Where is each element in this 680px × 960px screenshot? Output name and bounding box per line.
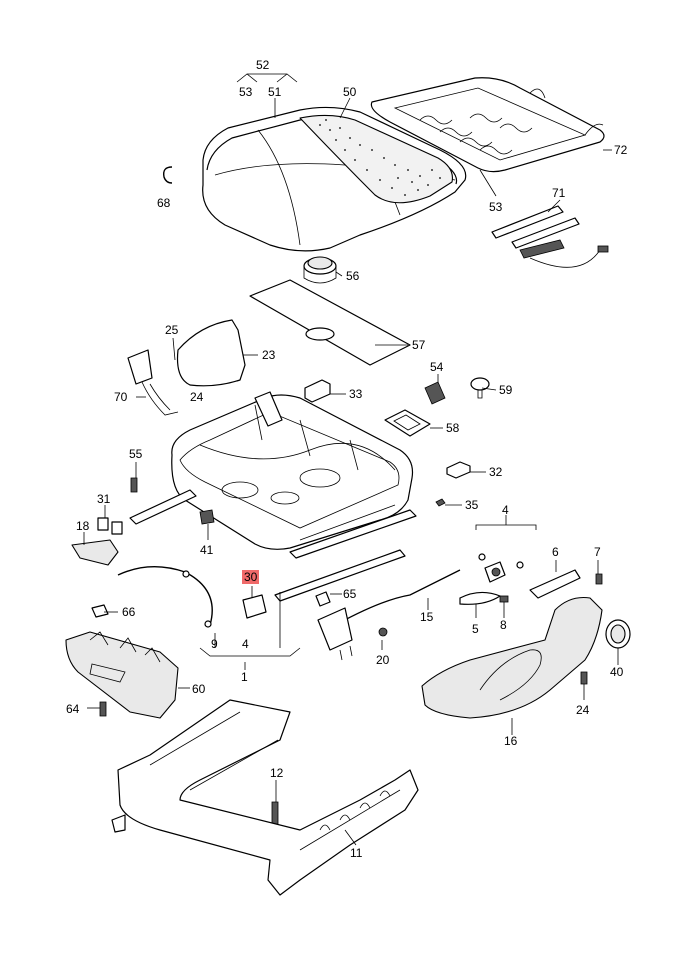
callout-56: 56 bbox=[346, 269, 360, 283]
bolt-35 bbox=[435, 498, 446, 507]
callout-55: 55 bbox=[129, 447, 143, 461]
bolt-55 bbox=[130, 477, 138, 493]
bracket-32 bbox=[446, 461, 471, 479]
callout-50: 50 bbox=[343, 85, 357, 99]
callout-30-highlighted: 30 bbox=[242, 570, 260, 584]
callout-16: 16 bbox=[504, 734, 518, 748]
callout-57: 57 bbox=[412, 338, 426, 352]
screw-64 bbox=[99, 701, 107, 717]
part-30 bbox=[242, 594, 267, 619]
callout-70: 70 bbox=[114, 390, 128, 404]
callout-52: 52 bbox=[256, 58, 270, 72]
side-trim-16 bbox=[421, 596, 603, 719]
callout-64: 64 bbox=[66, 702, 80, 716]
side-cover-23 bbox=[176, 319, 246, 387]
base-frame-11 bbox=[111, 699, 419, 896]
seat-cushion bbox=[202, 106, 467, 252]
callout-18: 18 bbox=[76, 519, 90, 533]
bolt-7 bbox=[595, 573, 603, 585]
heating-mat bbox=[370, 77, 605, 173]
clip-68 bbox=[162, 166, 173, 184]
callout-33: 33 bbox=[349, 387, 363, 401]
seat-frame bbox=[129, 391, 417, 602]
clip-66 bbox=[91, 604, 109, 618]
heating-connector bbox=[491, 205, 609, 268]
connector-8 bbox=[499, 595, 509, 603]
callout-53: 53 bbox=[239, 85, 253, 99]
plug-59 bbox=[470, 377, 490, 399]
mechanism-4 bbox=[478, 553, 524, 583]
callout-66: 66 bbox=[122, 605, 136, 619]
callout-4-lower: 4 bbox=[242, 637, 249, 651]
callout-59: 59 bbox=[499, 383, 513, 397]
callout-7: 7 bbox=[594, 545, 601, 559]
cable-15 bbox=[317, 569, 461, 661]
callout-53-lower: 53 bbox=[489, 200, 503, 214]
switch-54 bbox=[424, 381, 446, 405]
callout-60: 60 bbox=[192, 682, 206, 696]
callout-23: 23 bbox=[262, 348, 276, 362]
callout-54: 54 bbox=[430, 360, 444, 374]
clip-41 bbox=[199, 509, 215, 525]
callout-71: 71 bbox=[552, 186, 566, 200]
callout-68: 68 bbox=[157, 196, 171, 210]
callout-58: 58 bbox=[446, 421, 460, 435]
leader-lines bbox=[83, 73, 619, 846]
callout-32: 32 bbox=[489, 465, 503, 479]
callout-8: 8 bbox=[500, 618, 507, 632]
callout-1: 1 bbox=[241, 670, 248, 684]
callout-24-right: 24 bbox=[576, 703, 590, 717]
callout-24: 24 bbox=[190, 390, 204, 404]
callout-15: 15 bbox=[420, 610, 434, 624]
callout-40: 40 bbox=[610, 665, 624, 679]
belt-buckle-70 bbox=[127, 349, 179, 416]
callout-72: 72 bbox=[614, 143, 628, 157]
callout-65: 65 bbox=[343, 587, 357, 601]
housing-60 bbox=[65, 631, 179, 719]
callout-35: 35 bbox=[465, 498, 479, 512]
callout-25: 25 bbox=[165, 323, 179, 337]
cap-40 bbox=[605, 619, 631, 649]
sensor-56 bbox=[303, 256, 337, 284]
callout-9: 9 bbox=[211, 637, 218, 651]
callout-5: 5 bbox=[472, 622, 479, 636]
callout-6: 6 bbox=[552, 545, 559, 559]
cable-5 bbox=[459, 591, 502, 605]
callout-20: 20 bbox=[376, 653, 390, 667]
screw-24b bbox=[580, 671, 588, 685]
callout-41: 41 bbox=[200, 543, 214, 557]
callout-31: 31 bbox=[97, 492, 111, 506]
callout-51: 51 bbox=[268, 85, 282, 99]
callout-4: 4 bbox=[502, 503, 509, 517]
clips-31 bbox=[97, 517, 123, 535]
lever-18 bbox=[71, 539, 119, 566]
lever-6 bbox=[529, 569, 581, 599]
bracket-65 bbox=[315, 591, 331, 607]
bolt-12 bbox=[271, 801, 279, 827]
frame-58 bbox=[384, 409, 431, 437]
pad-57 bbox=[249, 279, 411, 366]
callout-12: 12 bbox=[270, 766, 284, 780]
callout-11: 11 bbox=[350, 846, 363, 860]
bracket-33 bbox=[304, 379, 331, 403]
